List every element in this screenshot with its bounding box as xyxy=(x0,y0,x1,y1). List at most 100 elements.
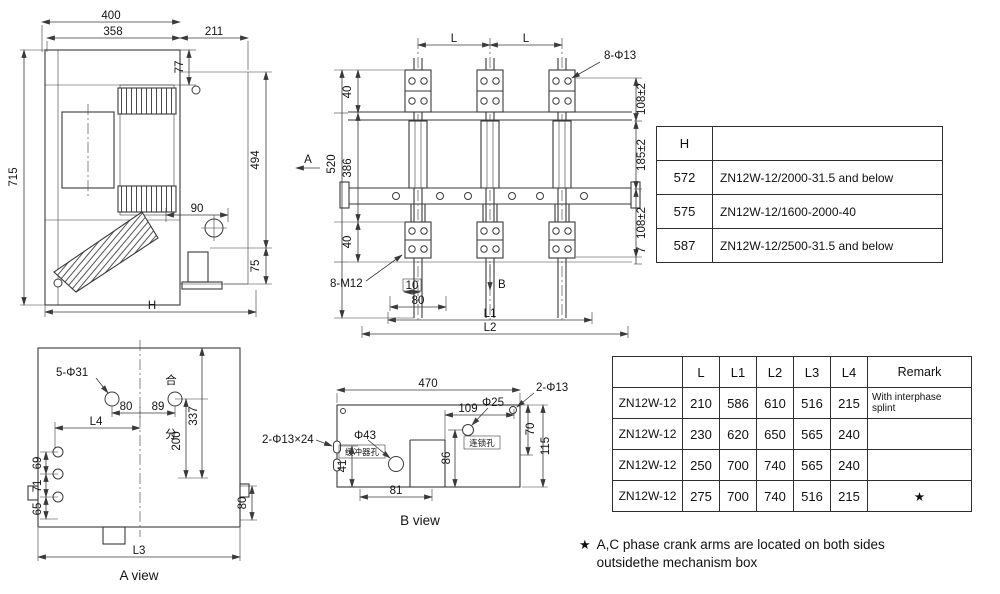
h-table-header-h: H xyxy=(656,126,713,161)
a-view-left-tab xyxy=(27,485,39,501)
l-value: 586 xyxy=(719,387,757,419)
bellows-lower xyxy=(117,185,177,213)
h-value: 575 xyxy=(656,194,713,229)
a-dim-80: 80 xyxy=(120,401,133,413)
b-view-slot-2 xyxy=(333,458,341,472)
table-row: ZN12W-12 210 586 610 516 215 With interp… xyxy=(612,387,972,419)
l-value: 700 xyxy=(719,449,757,481)
a-dim-80-right: 80 xyxy=(237,497,249,510)
l-value: 620 xyxy=(719,418,757,450)
interlock-hole-label-box xyxy=(463,435,501,450)
l-remark-star: ★ xyxy=(867,480,972,512)
side-dim-211: 211 xyxy=(205,26,223,38)
b-dim-41: 41 xyxy=(337,460,349,473)
front-dim-80: 80 xyxy=(412,295,425,307)
l-remark xyxy=(867,418,972,450)
b-view-dimensions: 470 2-Φ13 109 Φ25 连锁孔 2-Φ13×24 Φ43 缓冲器孔 … xyxy=(262,378,568,528)
front-dim-386: 386 xyxy=(342,158,354,177)
l-value: 240 xyxy=(830,449,868,481)
footnote-star-icon: ★ xyxy=(579,537,591,552)
b-dim-470: 470 xyxy=(418,378,437,390)
pole-assembly-c xyxy=(535,37,589,323)
l-header-model xyxy=(612,356,683,388)
front-dim-108-bottom: 108±2 xyxy=(636,207,648,239)
front-dim-108-top: 108±2 xyxy=(636,83,648,115)
b-dim-86: 86 xyxy=(441,452,453,465)
b-dim-2phi13: 2-Φ13 xyxy=(536,382,568,394)
a-dim-5phi31: 5-Φ31 xyxy=(56,367,88,379)
shaft-center-mark xyxy=(201,215,227,241)
front-dim-L-left: L xyxy=(451,33,458,45)
l-header-L3: L3 xyxy=(793,356,831,388)
b-dim-81: 81 xyxy=(390,485,403,497)
front-view-dimensions: L L 8-Φ13 40 386 40 520 108±2 185±2 108±… xyxy=(295,33,648,338)
l-value: 610 xyxy=(756,387,794,419)
a-dim-337: 337 xyxy=(188,406,200,425)
l-header-L1: L1 xyxy=(719,356,757,388)
frame-end-plate-right xyxy=(630,181,641,209)
side-dim-715: 715 xyxy=(8,167,20,186)
b-dim-109: 109 xyxy=(458,403,477,415)
a-open-mark: 分 xyxy=(165,428,177,441)
buffer-hole-circle xyxy=(388,456,404,472)
b-dim-phi43: Φ43 xyxy=(354,430,376,442)
a-dim-65: 65 xyxy=(32,503,44,516)
h-value: 572 xyxy=(656,160,713,195)
l-header-remark: Remark xyxy=(867,356,972,388)
a-dim-71: 71 xyxy=(32,480,44,493)
h-model: ZN12W-12/2000-31.5 and below xyxy=(712,160,943,195)
b-view-slot-1 xyxy=(333,440,341,454)
table-row: ZN12W-12 230 620 650 565 240 xyxy=(612,418,972,450)
table-row: 572 ZN12W-12/2000-31.5 and below xyxy=(656,160,943,195)
h-model: ZN12W-12/1600-2000-40 xyxy=(712,194,943,229)
front-dim-10: 10 xyxy=(406,280,419,292)
b-dim-70: 70 xyxy=(525,423,537,436)
h-table-header-row: H xyxy=(656,126,943,161)
l-value: 516 xyxy=(793,480,831,512)
front-dim-L-right: L xyxy=(523,33,530,45)
footnote-line2: outsidethe mechanism box xyxy=(596,555,758,571)
a-dim-200: 200 xyxy=(171,431,183,450)
front-dim-L2: L2 xyxy=(484,322,497,334)
b-dim-phi25: Φ25 xyxy=(482,397,504,409)
l-value: 516 xyxy=(793,387,831,419)
bellows-upper xyxy=(117,87,177,115)
l-value: 230 xyxy=(682,418,720,450)
a-dim-89: 89 xyxy=(152,401,165,413)
l-value: 700 xyxy=(719,480,757,512)
table-row: ZN12W-12 275 700 740 516 215 ★ xyxy=(612,480,972,512)
l-value: 215 xyxy=(830,480,868,512)
a-view-right-tab xyxy=(239,483,250,498)
side-view-dimensions: 400 358 211 77 715 494 90 75 H xyxy=(8,10,272,317)
footnote-text: A,C phase crank arms are located on both… xyxy=(597,536,885,572)
a-view-caption: A view xyxy=(119,568,158,583)
l-header-L: L xyxy=(682,356,720,388)
l-value: 740 xyxy=(756,449,794,481)
l-value: 240 xyxy=(830,418,868,450)
front-dim-L1: L1 xyxy=(484,308,497,320)
bracket-base xyxy=(181,281,223,290)
front-dim-40-bottom: 40 xyxy=(342,236,354,249)
b-dim-115: 115 xyxy=(540,437,552,455)
l-model: ZN12W-12 xyxy=(612,480,683,512)
frame-end-plate-left xyxy=(339,181,350,209)
front-dim-8phi13: 8-Φ13 xyxy=(604,50,636,62)
l-header-L4: L4 xyxy=(830,356,868,388)
interlock-hole-label: 连锁孔 xyxy=(469,438,495,448)
footnote-line1: A,C phase crank arms are located on both… xyxy=(596,537,885,552)
side-dim-77: 77 xyxy=(174,61,186,74)
b-view-caption: B view xyxy=(400,513,440,528)
h-table-header-model xyxy=(712,126,943,161)
buffer-hole-label: 缓冲器孔 xyxy=(345,447,380,457)
a-dim-69: 69 xyxy=(32,457,44,470)
l-remark xyxy=(867,449,972,481)
pole-insulator-cone xyxy=(53,211,159,293)
side-dim-75: 75 xyxy=(250,260,262,273)
a-view-hole-left xyxy=(104,391,120,407)
b-view-corner-hole xyxy=(340,408,346,414)
pole-column-side xyxy=(119,84,175,216)
side-view-drawing xyxy=(44,49,249,306)
table-row: ZN12W-12 250 700 740 565 240 xyxy=(612,449,972,481)
